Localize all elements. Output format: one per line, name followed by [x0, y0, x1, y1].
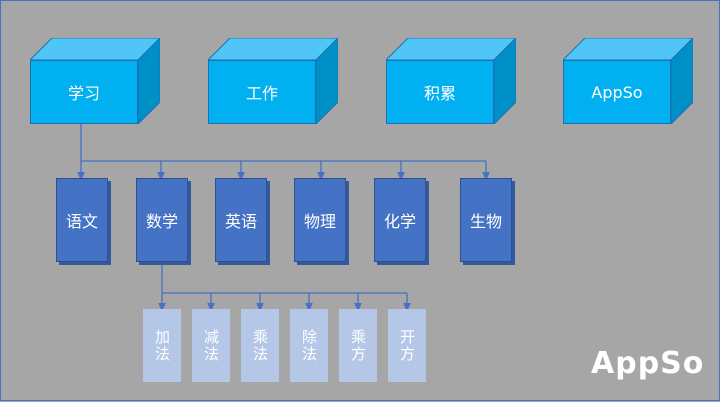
subject-chemistry: 化学: [374, 178, 426, 262]
operation-subtraction: 减法: [192, 309, 230, 382]
operation-addition: 加法: [143, 309, 181, 382]
cube-top-face: [30, 38, 160, 60]
operation-multiplication: 乘法: [241, 309, 279, 382]
cube-side-face: [494, 38, 516, 124]
cube-side-face: [138, 38, 160, 124]
cube-side-face: [671, 38, 693, 124]
cube-side-face: [316, 38, 338, 124]
cube-top-face: [563, 38, 693, 60]
category-cube-appso: AppSo: [563, 38, 693, 124]
category-cube-accumulate: 积累: [386, 38, 516, 124]
category-label: 积累: [386, 60, 494, 124]
category-cube-work: 工作: [208, 38, 338, 124]
appso-watermark: AppSo: [591, 346, 705, 381]
category-label: 学习: [30, 60, 138, 124]
cube-top-face: [208, 38, 338, 60]
cube-top-face: [386, 38, 516, 60]
operation-power: 乘方: [339, 309, 377, 382]
subject-physics: 物理: [294, 178, 346, 262]
category-cube-study: 学习: [30, 38, 160, 124]
category-label: 工作: [208, 60, 316, 124]
subject-chinese: 语文: [56, 178, 108, 262]
subject-biology: 生物: [460, 178, 512, 262]
subject-math: 数学: [136, 178, 188, 262]
operation-root: 开方: [388, 309, 426, 382]
category-label: AppSo: [563, 60, 671, 124]
operation-division: 除法: [290, 309, 328, 382]
subject-english: 英语: [215, 178, 267, 262]
